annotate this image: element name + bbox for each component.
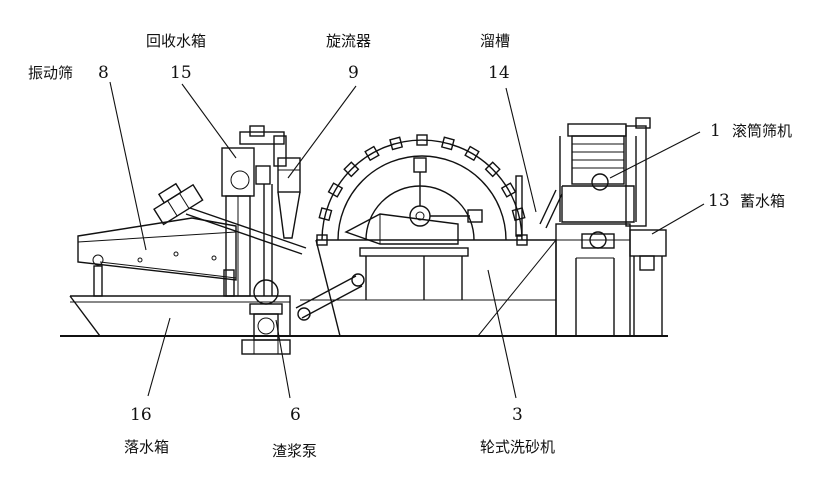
vibrating-screen-number: 8: [98, 63, 109, 83]
drop-water-tank: [69, 295, 291, 337]
chute-name: 溜槽: [480, 32, 510, 50]
storage-tank-name: 蓄水箱: [740, 192, 785, 210]
slurry-pump-number: 6: [290, 405, 301, 425]
rotary-screen-number: 1: [710, 121, 721, 141]
sand-washer-number: 3: [512, 405, 523, 425]
storage-water-tank: [629, 229, 667, 336]
sand-washer-name: 轮式洗砂机: [480, 438, 555, 456]
drive-unit: [295, 213, 469, 321]
label-rotary-screen: 1 滚筒筛机: [710, 121, 792, 141]
wheel-tooth: [500, 182, 517, 198]
wheel-tooth: [389, 136, 404, 151]
leader-lines: [109, 81, 705, 399]
storage-tank-number: 13: [708, 191, 730, 211]
recovery-tank-number: 15: [170, 63, 192, 83]
chute: [515, 175, 563, 237]
label-hydrocyclone: 旋流器 9: [326, 32, 371, 83]
wheel-tooth: [416, 134, 428, 146]
hydrocyclone: [255, 157, 301, 296]
wheel-tooth: [327, 182, 344, 198]
recovery-tank-name: 回收水箱: [146, 32, 206, 50]
wheel-tooth: [364, 145, 380, 162]
hydrocyclone-number: 9: [348, 63, 359, 83]
drop-tank-name: 落水箱: [124, 438, 169, 456]
label-chute: 溜槽 14: [480, 32, 510, 83]
label-recovery-tank: 回收水箱 15: [146, 32, 206, 83]
vibrating-screen: [77, 182, 307, 297]
label-drop-tank: 16 落水箱: [124, 405, 169, 456]
wheel-tooth: [316, 234, 328, 246]
label-vibrating-screen: 振动筛 8: [28, 63, 109, 83]
label-storage-tank: 13 蓄水箱: [708, 191, 785, 211]
chute-number: 14: [488, 63, 510, 83]
hydrocyclone-name: 旋流器: [326, 32, 371, 50]
wheel-tooth: [440, 136, 455, 151]
rotary-screen-name: 滚筒筛机: [732, 122, 792, 140]
rotary-drum-screen: [555, 117, 651, 337]
label-sand-washer: 3 轮式洗砂机: [480, 405, 555, 456]
slurry-pump: [241, 279, 291, 355]
slurry-pump-name: 渣浆泵: [272, 442, 317, 460]
vibrating-screen-name: 振动筛: [28, 64, 73, 82]
recovery-water-tank: [221, 125, 287, 297]
wheel-tooth: [318, 207, 333, 222]
wheel-tooth: [343, 161, 360, 178]
bucket-wheel: [316, 134, 528, 246]
drop-tank-number: 16: [130, 405, 152, 425]
sand-washer-tank: [300, 239, 557, 337]
label-slurry-pump: 6 渣浆泵: [272, 405, 317, 460]
wheel-tooth: [511, 207, 526, 222]
wheel-tooth: [464, 145, 480, 162]
wheel-tooth: [484, 161, 501, 178]
